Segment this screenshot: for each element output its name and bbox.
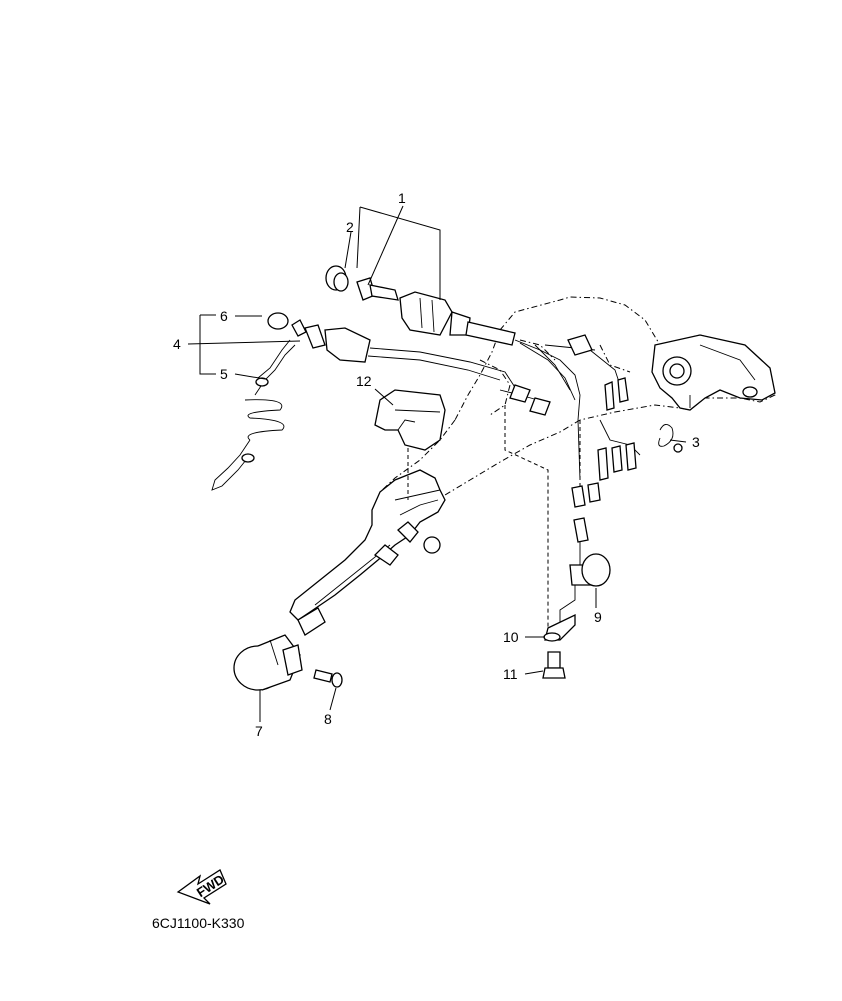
callout-11: 11 xyxy=(503,666,518,682)
bracket-part-10 xyxy=(543,613,576,642)
lanyard-part-5 xyxy=(211,339,296,491)
callout-1: 1 xyxy=(398,190,406,206)
callout-12: 12 xyxy=(356,373,372,389)
callout-3: 3 xyxy=(692,434,700,450)
callout-8: 8 xyxy=(324,711,332,727)
callout-4: 4 xyxy=(173,336,181,352)
screw-part-8 xyxy=(313,669,343,688)
callout-6: 6 xyxy=(220,308,228,324)
wiring-harness xyxy=(499,334,641,508)
throttle-grip-part-7 xyxy=(233,634,303,691)
callout-10: 10 xyxy=(503,629,519,645)
main-switch-assy xyxy=(325,265,516,346)
steering-handle xyxy=(289,469,446,636)
stop-switch-part-4 xyxy=(267,312,521,396)
steering-housing xyxy=(651,334,776,411)
fwd-arrow-icon: FWD xyxy=(176,869,227,905)
callout-7: 7 xyxy=(255,723,263,739)
callout-2: 2 xyxy=(346,219,354,235)
leader-lines xyxy=(187,205,687,722)
drawing-code: 6CJ1100-K330 xyxy=(152,915,245,931)
buzzer-part-9 xyxy=(559,517,611,625)
callout-9: 9 xyxy=(594,609,602,625)
wire-clamp-part-3 xyxy=(658,424,683,453)
hidden-line-10 xyxy=(504,405,549,635)
callout-5: 5 xyxy=(220,366,228,382)
bolt-part-11 xyxy=(542,651,566,679)
callout-labels: 1 2 3 4 5 6 7 8 9 10 11 12 xyxy=(173,190,700,739)
